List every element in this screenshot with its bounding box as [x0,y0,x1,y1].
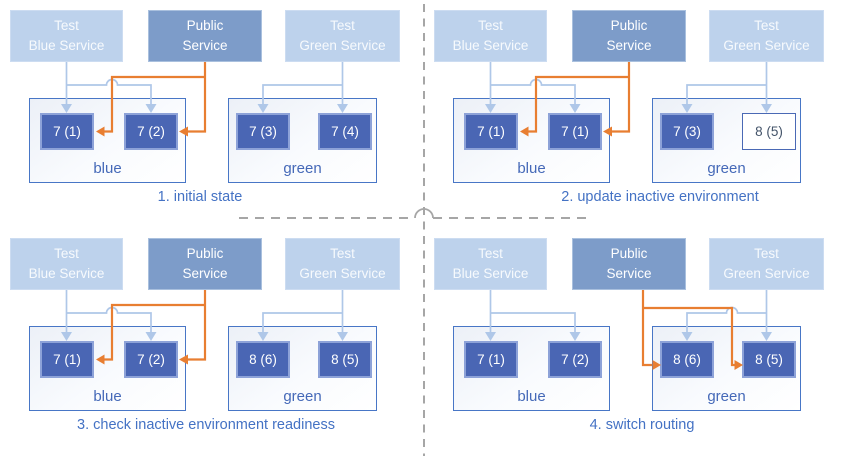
service-label-line2: Service [182,38,228,53]
test-green-service-box: Test Green Service [285,238,400,290]
pod-blue-2: 7 (1) [548,113,602,150]
pod-green-1: 7 (3) [236,113,290,150]
service-label-line1: Test [330,18,355,34]
test-blue-service-box: Test Blue Service [10,238,123,290]
service-label-line1: Test [754,246,779,262]
panel-title: 1. initial state [157,189,243,205]
service-label-line2: Service [606,266,652,281]
service-label-line2: Blue Service [452,38,529,53]
public-service-box: Public Service [572,10,686,62]
pod-green-2: 8 (5) [742,341,796,378]
service-label-line2: Green Service [299,38,386,53]
public-route-line [188,62,207,133]
public-service-box: Public Service [148,238,262,290]
panel-check-inactive-environment-readiness: Test Blue Service Public Service Test Gr… [0,228,424,456]
service-label-line2: Service [606,38,652,53]
pod-green-1: 7 (3) [660,113,714,150]
pod-green-2: 8 (5) [318,341,372,378]
panel-title: 2. update inactive environment [561,189,759,205]
environment-label: blue [517,160,546,177]
pod-green-2-updating: 8 (5) [742,113,796,150]
pod-blue-1: 7 (1) [464,341,518,378]
service-label-line2: Blue Service [28,38,105,53]
environment-label: blue [93,160,122,177]
service-label-line2: Green Service [723,38,810,53]
environment-label: green [283,160,322,177]
test-blue-service-box: Test Blue Service [434,238,547,290]
service-label-line1: Public [610,18,648,34]
public-service-box: Public Service [572,238,686,290]
test-green-service-box: Test Green Service [709,238,824,290]
test-blue-service-box: Test Blue Service [10,10,123,62]
test-blue-service-box: Test Blue Service [434,10,547,62]
pod-green-1: 8 (6) [660,341,714,378]
pod-blue-2: 7 (2) [124,341,178,378]
public-service-box: Public Service [148,10,262,62]
environment-label: green [707,160,746,177]
pod-blue-1: 7 (1) [464,113,518,150]
pod-green-1: 8 (6) [236,341,290,378]
pod-blue-2: 7 (2) [548,341,602,378]
panel-initial-state: Test Blue Service Public Service Test Gr… [0,0,424,228]
test-green-service-box: Test Green Service [285,10,400,62]
test-green-service-box: Test Green Service [709,10,824,62]
panel-update-inactive-environment: Test Blue Service Public Service Test Gr… [424,0,848,228]
service-label-line2: Green Service [299,266,386,281]
environment-label: green [707,388,746,405]
service-label-line1: Test [54,18,79,34]
pod-blue-1: 7 (1) [40,113,94,150]
service-label-line1: Public [186,246,224,262]
service-label-line1: Test [478,246,503,262]
pod-green-2: 7 (4) [318,113,372,150]
service-label-line1: Test [54,246,79,262]
service-label-line1: Test [478,18,503,34]
service-label-line2: Service [182,266,228,281]
panel-title: 4. switch routing [589,417,695,433]
service-label-line2: Blue Service [452,266,529,281]
pod-blue-1: 7 (1) [40,341,94,378]
service-label-line1: Public [610,246,648,262]
public-route-line [188,290,207,361]
pod-blue-2: 7 (2) [124,113,178,150]
service-label-line2: Blue Service [28,266,105,281]
service-label-line1: Test [754,18,779,34]
service-label-line1: Test [330,246,355,262]
service-label-line2: Green Service [723,266,810,281]
public-route-line [641,290,652,367]
public-route-line [612,62,631,133]
environment-label: blue [93,388,122,405]
panel-title: 3. check inactive environment readiness [77,417,335,433]
panel-switch-routing: Test Blue Service Public Service Test Gr… [424,228,848,456]
environment-label: blue [517,388,546,405]
service-label-line1: Public [186,18,224,34]
environment-label: green [283,388,322,405]
